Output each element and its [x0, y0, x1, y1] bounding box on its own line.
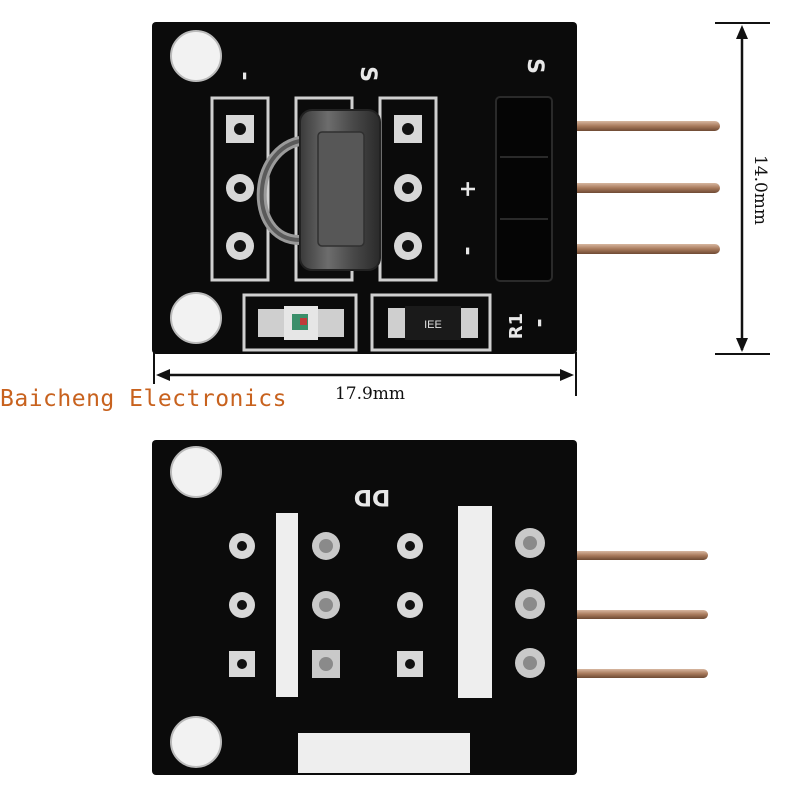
- pin: [570, 610, 708, 619]
- front-header-pins: [545, 121, 720, 254]
- silkscreen-bar: [458, 506, 492, 698]
- dimension-lines: [153, 22, 770, 396]
- resistor-code: IEE: [424, 319, 442, 331]
- back-header-pins: [570, 551, 708, 678]
- pin: [545, 244, 720, 254]
- height-dimension-label: 14.0mm: [750, 154, 770, 226]
- front-pin-header: [495, 96, 553, 282]
- front-view: - S S + - - R1 IEE: [152, 22, 720, 354]
- pin: [570, 551, 708, 560]
- silk-r1: R1: [506, 313, 527, 339]
- silk-s: S: [355, 66, 380, 82]
- pin: [545, 121, 720, 131]
- pin: [545, 183, 720, 193]
- mounting-hole: [170, 446, 222, 498]
- back-pads: [229, 528, 545, 678]
- smd-resistor: [388, 306, 478, 340]
- back-view: DD: [152, 440, 708, 775]
- mounting-hole: [170, 30, 222, 82]
- front-pads-left: [226, 115, 254, 260]
- watermark-text: Baicheng Electronics: [0, 386, 287, 412]
- mounting-hole: [170, 292, 222, 344]
- silk-minus: -: [527, 318, 552, 327]
- pin: [570, 669, 708, 678]
- back-silk-label: DD: [354, 484, 391, 509]
- front-silkscreen-outlines: [210, 96, 492, 352]
- width-dimension-label: 17.9mm: [334, 384, 406, 404]
- silk-s: S: [522, 58, 547, 74]
- silkscreen-bar: [276, 513, 298, 697]
- front-pads-right: [394, 115, 422, 260]
- mounting-hole: [170, 716, 222, 768]
- smd-led: [258, 306, 344, 340]
- silkscreen-bar: [298, 733, 470, 773]
- silk-plus: +: [455, 180, 480, 198]
- silk-minus: -: [232, 71, 257, 80]
- front-silkscreen-text: - S S + - - R1 IEE: [232, 58, 552, 339]
- silk-minus: -: [455, 246, 480, 255]
- ir-receiver-sensor: [256, 109, 381, 271]
